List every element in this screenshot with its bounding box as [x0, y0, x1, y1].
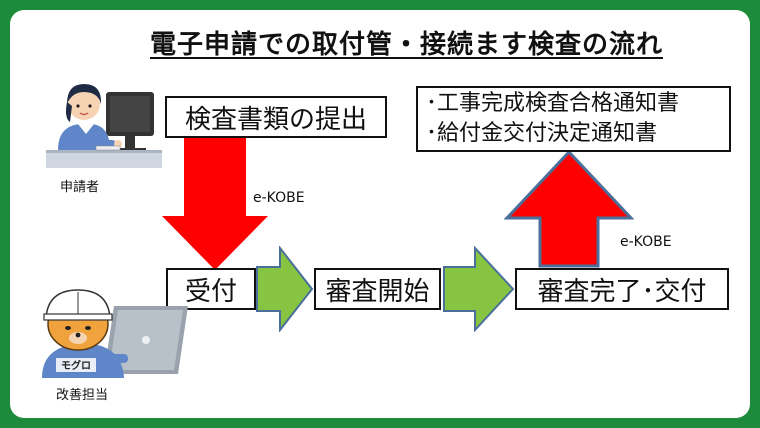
mascot-badge-text: モグロ — [61, 359, 91, 372]
slide-panel: 電子申請での取付管・接続ます検査の流れ — [10, 10, 750, 418]
flow-arrow-1 — [256, 246, 314, 332]
step-review-start-box: 審査開始 — [314, 268, 441, 310]
applicant-illustration — [40, 68, 165, 173]
applicant-label: 申請者 — [60, 176, 99, 195]
officer-label: 改善担当 — [56, 384, 108, 403]
step-review-complete-box: 審査完了･交付 — [515, 268, 729, 310]
officer-illustration: モグロ — [28, 278, 196, 380]
issued-document-item: ･給付金交付決定通知書 — [426, 119, 657, 149]
issued-documents-box: ･工事完成検査合格通知書 ･給付金交付決定通知書 — [416, 86, 731, 152]
issuance-up-arrow — [504, 150, 634, 268]
submit-documents-box: 検査書類の提出 — [165, 96, 387, 138]
issued-document-item: ･工事完成検査合格通知書 — [426, 89, 679, 119]
channel-label-issue: e-KOBE — [620, 234, 672, 250]
page-title: 電子申請での取付管・接続ます検査の流れ — [150, 24, 663, 61]
channel-label-submit: e-KOBE — [253, 190, 305, 206]
